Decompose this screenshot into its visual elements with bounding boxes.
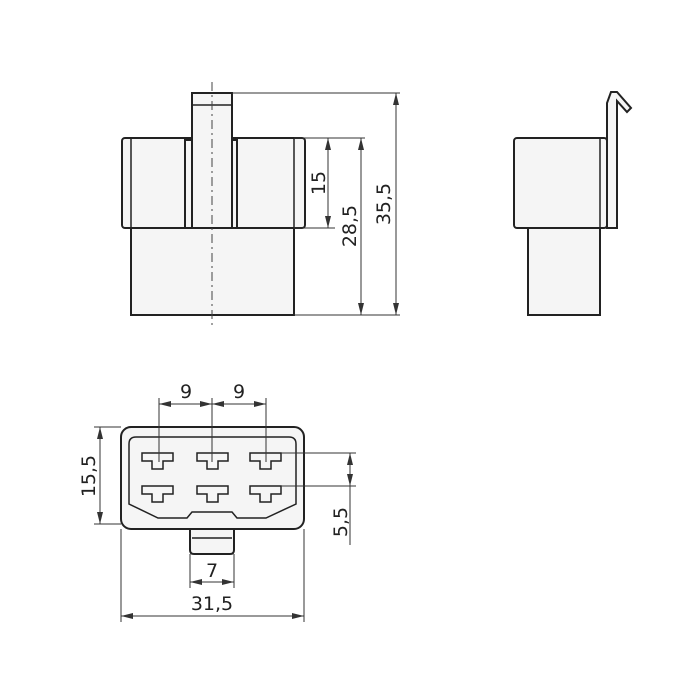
dim-label-body-and-lower-height: 28,5 <box>339 205 361 247</box>
arrow <box>222 579 234 585</box>
pin-row-top <box>141 452 282 470</box>
pin-terminal <box>141 452 174 470</box>
arrow <box>121 613 133 619</box>
arrow <box>200 401 212 407</box>
pin-terminal <box>249 485 282 503</box>
arrow <box>97 512 103 524</box>
arrow <box>393 303 399 315</box>
arrow <box>347 453 353 465</box>
dim-label-pitch-right: 9 <box>233 381 245 403</box>
dim-label-overall-width: 31,5 <box>191 593 233 615</box>
side-latch <box>606 91 633 229</box>
pin-terminal <box>196 452 229 470</box>
dim-label-pitch-left: 9 <box>180 381 192 403</box>
side-upper-body <box>513 137 608 229</box>
pin-terminal <box>196 485 229 503</box>
arrow <box>254 401 266 407</box>
arrow <box>358 138 364 150</box>
arrow <box>190 579 202 585</box>
arrow <box>325 216 331 228</box>
arrow <box>97 427 103 439</box>
arrow <box>292 613 304 619</box>
pin-terminal <box>141 485 174 503</box>
dim-label-row-spacing: 5,5 <box>330 507 352 537</box>
dim-label-body-height: 15 <box>308 171 330 195</box>
dim-label-overall-height: 35,5 <box>373 183 395 225</box>
front-view <box>121 82 306 328</box>
arrow <box>159 401 171 407</box>
dim-label-face-height: 15,5 <box>78 455 100 497</box>
arrow <box>393 93 399 105</box>
arrow <box>358 303 364 315</box>
side-lower-body <box>527 227 601 316</box>
bottom-dimensions: 9 9 15,5 5,5 7 31,5 <box>78 381 356 622</box>
pin-row-bottom <box>141 485 282 503</box>
pin-terminal <box>249 452 282 470</box>
arrow <box>325 138 331 150</box>
arrow <box>347 474 353 486</box>
dim-label-latch-width: 7 <box>206 560 218 582</box>
side-view <box>513 91 633 316</box>
arrow <box>212 401 224 407</box>
front-dimensions: 15 28,5 35,5 <box>232 92 400 316</box>
bottom-view <box>120 426 305 555</box>
bottom-latch-tab <box>189 529 235 555</box>
bottom-inner-cavity <box>128 436 297 519</box>
